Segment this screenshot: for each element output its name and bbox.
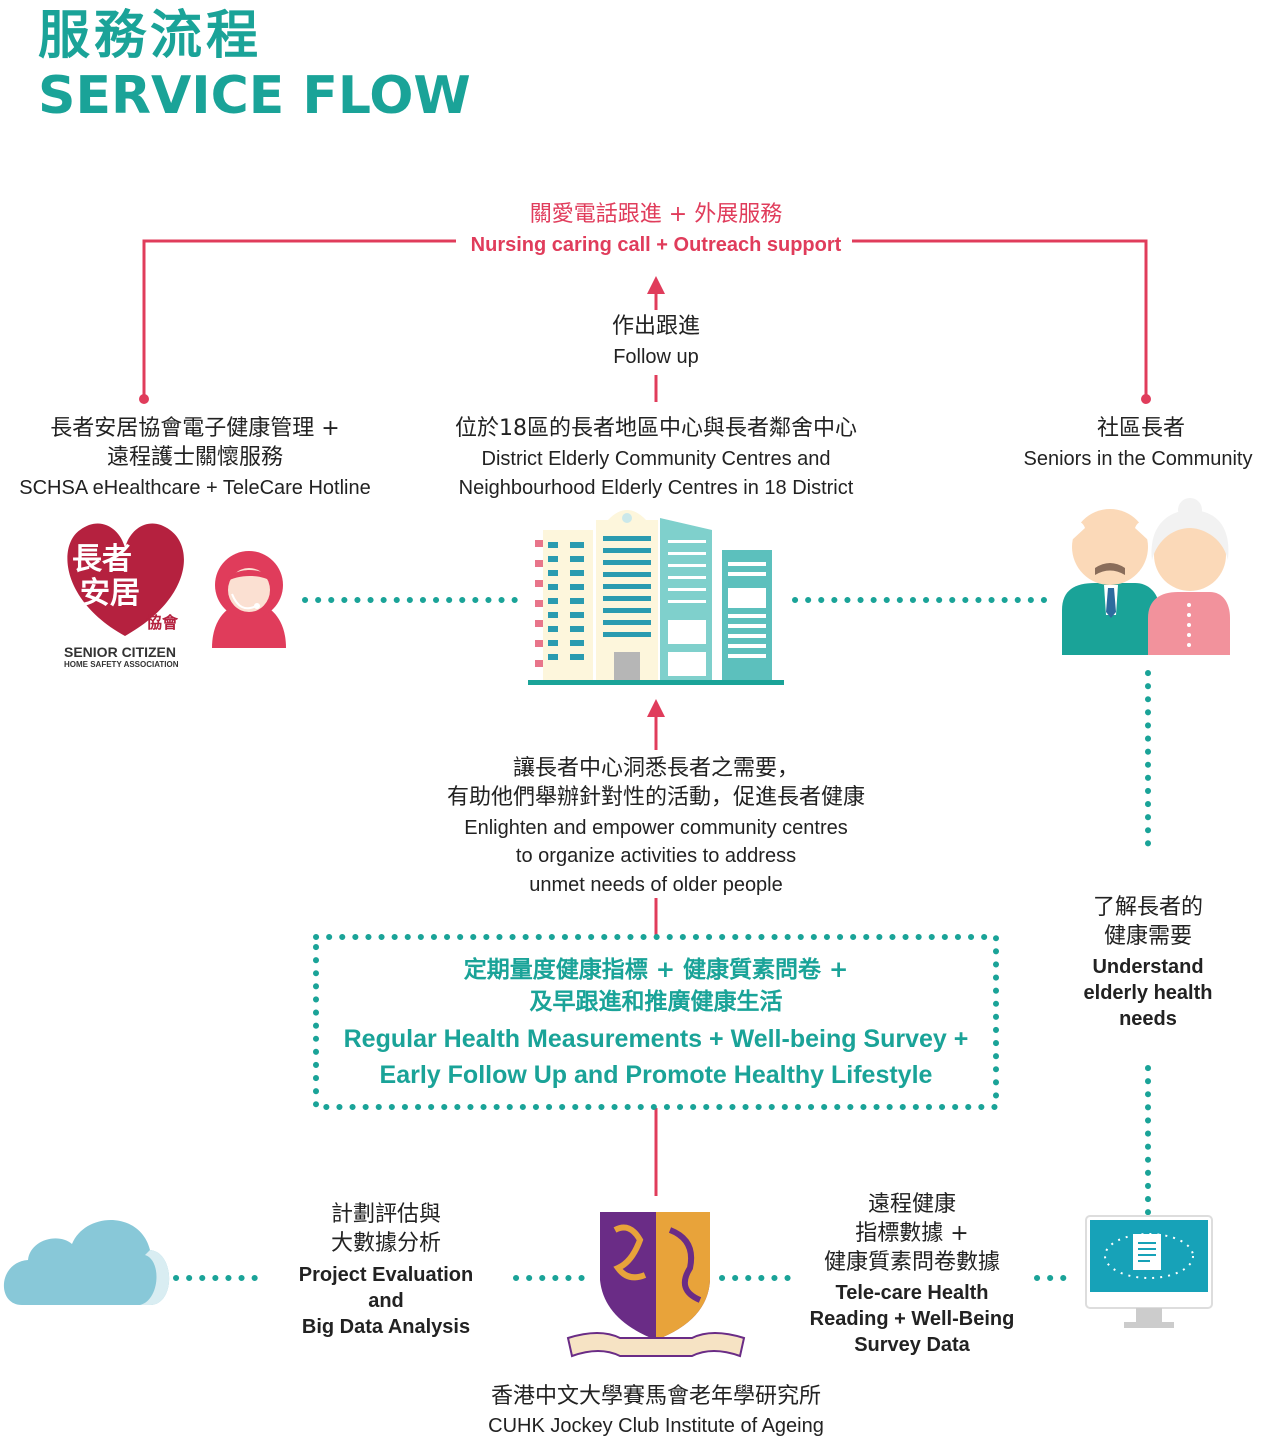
outreach-bracket [142,239,1148,396]
cuhk-en: CUHK Jockey Club Institute of Ageing [488,1415,824,1437]
enlighten-arrow [647,699,665,937]
schsa-logo-text-1: 長者 [72,542,132,577]
outreach-label-zh: 關愛電話跟進 + 外展服務 [529,202,783,227]
schsa-logo-text-small: 協會 [146,613,179,632]
telecare-en-line2: Reading + Well-Being [809,1308,1015,1330]
project-en-line3: Big Data Analysis [301,1316,471,1338]
schsa-logo-text-2: 安居 [80,576,140,611]
project-zh-line2: 大數據分析 [330,1231,441,1256]
understand-zh-line1: 了解長者的 [1092,895,1203,920]
outreach-label-en: Nursing caring call + Outreach support [470,234,842,256]
schsa-zh-line1: 長者安居協會電子健康管理 + [50,416,340,441]
understand-en-line2: elderly health [1083,982,1213,1004]
enlighten-zh-line2: 有助他們舉辦針對性的活動，促進長者健康 [446,785,865,810]
regular-en-line1: Regular Health Measurements + Well-being… [343,1025,969,1053]
cuhk-crest-icon [566,1212,746,1358]
enlighten-en-line3: unmet needs of older people [529,874,783,896]
follow-up-zh: 作出跟進 [611,314,700,339]
follow-up-en: Follow up [613,346,699,368]
project-en-line2: and [368,1290,404,1312]
page-title-zh: 服務流程 [38,6,263,66]
project-en-line1: Project Evaluation [298,1264,474,1286]
regular-box-border [313,934,999,1110]
enlighten-zh-line1: 讓長者中心洞悉長者之需要， [512,756,799,781]
enlighten-en-line2: to organize activities to address [515,845,797,867]
monitor-icon [1085,1215,1213,1328]
telecare-nurse-icon [212,551,286,648]
district-en-line1: District Elderly Community Centres and [481,448,831,470]
bracket-end-left [139,394,149,404]
understand-zh-line2: 健康需要 [1103,924,1192,949]
regular-zh-line2: 及早跟進和推廣健康生活 [529,989,783,1015]
regular-en-line2: Early Follow Up and Promote Healthy Life… [379,1061,933,1089]
schsa-logo-en-1: SENIOR CITIZEN [64,644,177,660]
district-en-line2: Neighbourhood Elderly Centres in 18 Dist… [458,477,854,499]
seniors-en: Seniors in the Community [1023,448,1253,470]
enlighten-en-line1: Enlighten and empower community centres [464,817,848,839]
understand-en-line1: Understand [1092,956,1204,978]
seniors-couple-illustration [1062,498,1230,655]
follow-up-arrow [647,276,665,402]
telecare-en-line1: Tele-care Health [835,1282,989,1304]
cloud-icon [3,1219,170,1305]
community-centre-buildings [528,510,784,685]
bracket-end-right [1141,394,1151,404]
schsa-zh-line2: 遠程護士關懷服務 [106,445,283,470]
schsa-logo-en-2: HOME SAFETY ASSOCIATION [64,660,179,669]
schsa-en: SCHSA eHealthcare + TeleCare Hotline [19,477,371,499]
district-zh: 位於18區的長者地區中心與長者鄰舍中心 [455,416,857,441]
telecare-en-line3: Survey Data [854,1334,970,1356]
telecare-zh-line2: 指標數據 + [855,1221,969,1246]
regular-zh-line1: 定期量度健康指標 + 健康質素問卷 + [463,957,849,983]
cuhk-zh: 香港中文大學賽馬會老年學研究所 [490,1384,821,1409]
telecare-zh-line3: 健康質素問卷數據 [823,1250,1000,1275]
telecare-zh-line1: 遠程健康 [867,1192,956,1217]
page-title-en: SERVICE FLOW [38,66,471,126]
schsa-heart-logo [67,523,184,636]
understand-en-line3: needs [1119,1008,1177,1030]
seniors-zh: 社區長者 [1096,416,1185,441]
project-zh-line1: 計劃評估與 [330,1202,441,1227]
